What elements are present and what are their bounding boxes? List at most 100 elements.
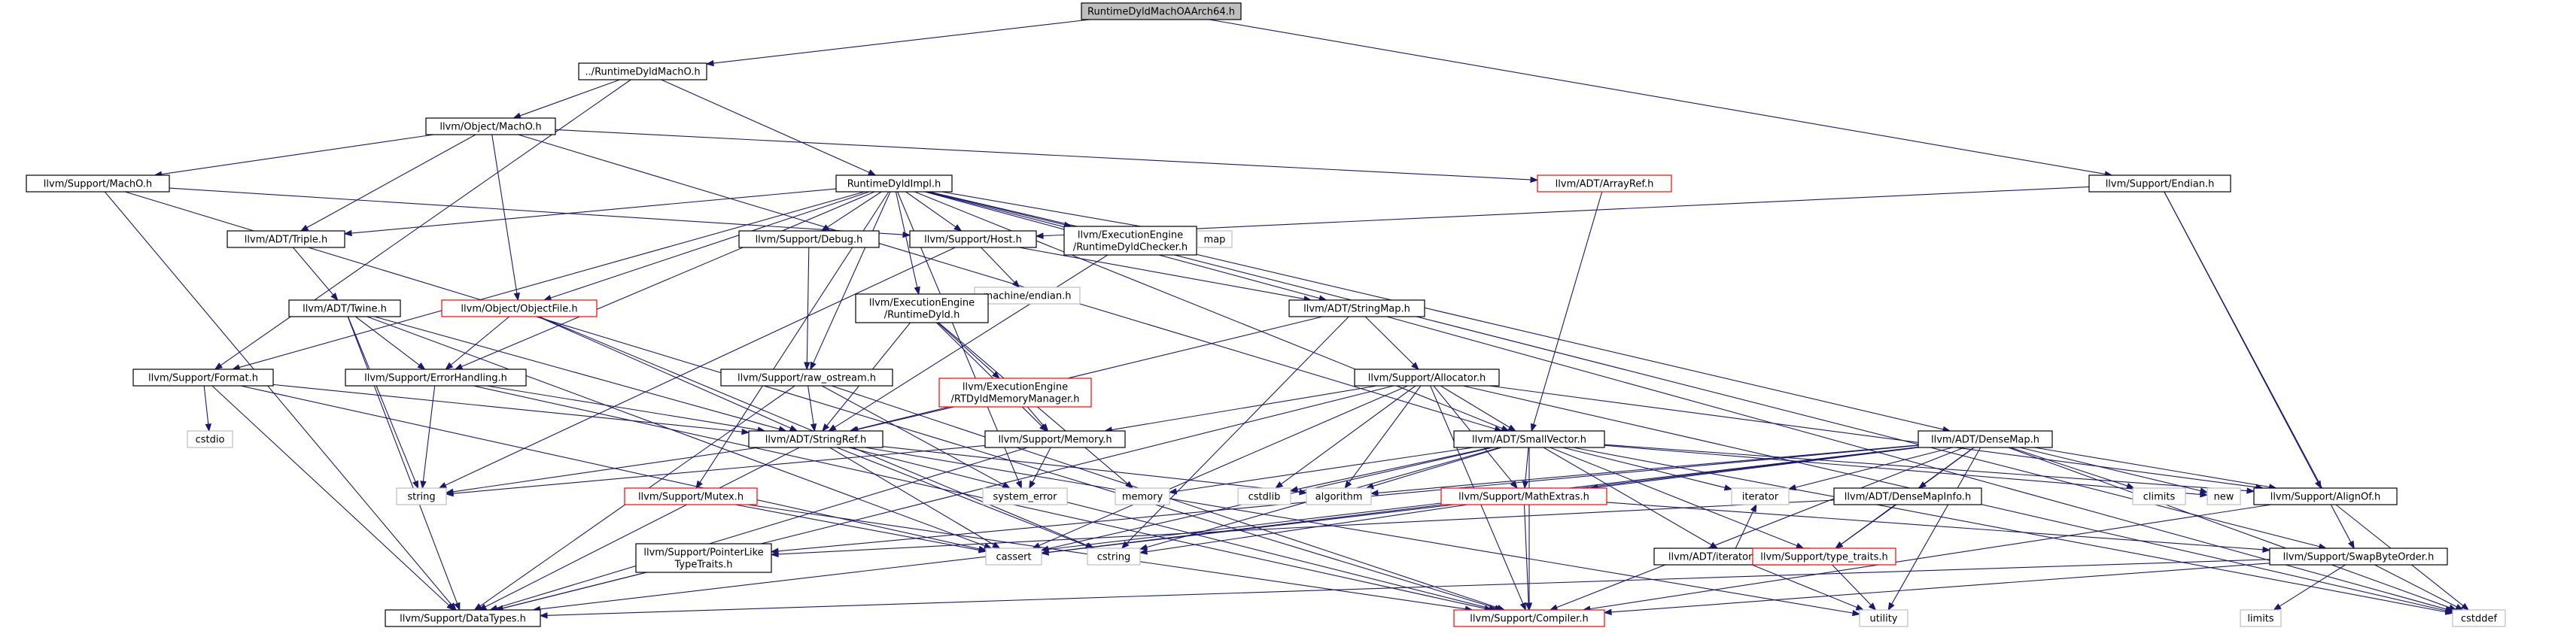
node-box xyxy=(1833,487,1982,505)
node-algorithm: algorithm xyxy=(1306,487,1372,505)
node-label: cstdlib xyxy=(1248,492,1281,503)
node-box xyxy=(2269,548,2448,566)
edge-iterrange-to-iterator xyxy=(1735,503,1757,549)
edge-ee_rdyld-to-memory_h xyxy=(935,322,1048,432)
edge-format-to-strref xyxy=(272,384,750,435)
node-cstring: cstring xyxy=(1087,548,1141,566)
node-suppmacho[interactable]: llvm/Support/MachO.h xyxy=(26,174,170,193)
edge-rawos-to-strref xyxy=(807,385,817,432)
edge-strref-to-string xyxy=(445,447,759,496)
edge-twine-to-cassert xyxy=(366,316,993,549)
node-label: llvm/Support/PointerLike xyxy=(643,548,763,559)
node-label: algorithm xyxy=(1315,492,1363,503)
node-box xyxy=(1752,548,1896,566)
node-checker[interactable]: llvm/ExecutionEngine/RuntimeDyldChecker.… xyxy=(1063,226,1197,256)
edge-memory_h-to-datatypes xyxy=(489,447,1028,611)
edge-strref-to-datatypes xyxy=(478,447,800,611)
node-box xyxy=(635,543,772,573)
node-box xyxy=(441,299,598,317)
node-label: llvm/Support/type_traits.h xyxy=(1760,552,1888,563)
node-label: /RTDyldMemoryManager.h xyxy=(950,394,1079,405)
node-arrayref[interactable]: llvm/ADT/ArrayRef.h xyxy=(1537,174,1672,193)
node-compiler[interactable]: llvm/Support/Compiler.h xyxy=(1453,609,1605,627)
edge-root-to-rdmacho xyxy=(705,19,1090,67)
node-densemap[interactable]: llvm/ADT/DenseMap.h xyxy=(1918,430,2053,448)
node-box xyxy=(1063,226,1197,256)
node-host[interactable]: llvm/Support/Host.h xyxy=(909,230,1037,248)
node-label: climits xyxy=(2143,492,2176,503)
node-root[interactable]: RuntimeDyldMachOAArch64.h xyxy=(1081,2,1242,20)
edge-alloc-to-cstdlib xyxy=(1274,385,1416,489)
node-box xyxy=(1453,609,1605,627)
edge-rtmm-to-memory_h xyxy=(1026,406,1049,432)
edge-swapbyte-to-datatypes xyxy=(539,559,2270,619)
node-label: cassert xyxy=(996,552,1031,563)
edge-host-to-machendian xyxy=(981,247,1020,288)
edge-dmapinfo-to-typetraits xyxy=(1835,504,1897,549)
edge-smallvec-to-mathext xyxy=(1522,447,1529,490)
node-mathext[interactable]: llvm/Support/MathExtras.h xyxy=(1440,487,1607,505)
node-format[interactable]: llvm/Support/Format.h xyxy=(132,369,274,387)
node-memory_h[interactable]: llvm/Support/Memory.h xyxy=(984,430,1126,448)
node-label: llvm/Support/Host.h xyxy=(924,235,1022,246)
node-mutex[interactable]: llvm/Support/Mutex.h xyxy=(624,487,758,505)
node-box xyxy=(835,174,953,193)
node-box xyxy=(1197,230,1233,248)
edge-smallvec-to-compiler xyxy=(1525,447,1533,611)
edge-memory_h-to-syserr xyxy=(1029,447,1051,490)
edge-format-to-cstdio xyxy=(203,385,211,432)
node-label: limits xyxy=(2247,614,2274,625)
node-box xyxy=(26,174,170,193)
edge-smallvec-to-iterator xyxy=(1562,447,1733,491)
node-rtmm[interactable]: llvm/ExecutionEngine/RTDyldMemoryManager… xyxy=(938,378,1092,408)
node-twine[interactable]: llvm/ADT/Twine.h xyxy=(288,299,401,317)
node-box xyxy=(396,487,447,505)
edge-strref-to-algorithm xyxy=(882,446,1308,496)
node-dmapinfo[interactable]: llvm/ADT/DenseMapInfo.h xyxy=(1833,487,1982,505)
node-label: RuntimeDyldMachOAArch64.h xyxy=(1087,7,1235,18)
node-box xyxy=(984,430,1126,448)
node-ee_rdyld[interactable]: llvm/ExecutionEngine/RuntimeDyld.h xyxy=(855,293,989,323)
edge-strmap-to-cstddef xyxy=(1386,316,2454,612)
node-box xyxy=(1288,299,1425,317)
edge-ee_rdyld-to-rtmm xyxy=(937,322,1000,379)
node-box xyxy=(738,230,880,248)
edge-densemap-to-datatypes xyxy=(532,446,1919,613)
node-rdimpl[interactable]: RuntimeDyldImpl.h xyxy=(835,174,953,193)
node-strmap[interactable]: llvm/ADT/StringMap.h xyxy=(1288,299,1425,317)
node-triple[interactable]: llvm/ADT/Triple.h xyxy=(227,230,345,248)
node-debug[interactable]: llvm/Support/Debug.h xyxy=(738,230,880,248)
node-label: new xyxy=(2214,492,2234,503)
node-rdmacho[interactable]: ../RuntimeDyldMachO.h xyxy=(578,62,707,80)
node-errh[interactable]: llvm/Support/ErrorHandling.h xyxy=(345,369,527,387)
node-swapbyte[interactable]: llvm/Support/SwapByteOrder.h xyxy=(2269,548,2448,566)
node-new: new xyxy=(2206,487,2241,505)
node-label: llvm/ADT/ArrayRef.h xyxy=(1556,179,1654,190)
edge-rdimpl-to-format xyxy=(231,191,865,371)
edge-typetraits-to-utility xyxy=(1832,564,1877,611)
node-label: /RuntimeDyld.h xyxy=(884,310,960,321)
node-objfile[interactable]: llvm/Object/ObjectFile.h xyxy=(441,299,598,317)
node-objmacho[interactable]: llvm/Object/MachO.h xyxy=(425,117,556,135)
edge-swapbyte-to-cstddef xyxy=(2374,564,2464,611)
node-box xyxy=(1859,609,1908,627)
edge-errh-to-strref xyxy=(486,385,766,433)
node-label: llvm/Support/Debug.h xyxy=(756,235,863,246)
node-label: llvm/Support/Format.h xyxy=(148,373,258,384)
edge-strref-to-cassert xyxy=(829,447,1001,549)
node-datatypes[interactable]: llvm/Support/DataTypes.h xyxy=(385,609,541,627)
node-box xyxy=(2206,487,2241,505)
edge-triple-to-twine xyxy=(292,247,339,302)
edge-densemap-to-cstddef xyxy=(2008,447,2457,611)
node-rawos[interactable]: llvm/Support/raw_ostream.h xyxy=(720,369,893,387)
node-smallvec[interactable]: llvm/ADT/SmallVector.h xyxy=(1453,430,1605,448)
node-endian[interactable]: llvm/Support/Endian.h xyxy=(2088,174,2231,193)
edge-rdimpl-to-errh xyxy=(454,191,875,370)
edge-endian-to-host xyxy=(1035,186,2090,239)
node-typetraits[interactable]: llvm/Support/type_traits.h xyxy=(1752,548,1896,566)
node-alignof[interactable]: llvm/Support/AlignOf.h xyxy=(2253,487,2398,505)
node-strref[interactable]: llvm/ADT/StringRef.h xyxy=(748,430,884,448)
node-alloc[interactable]: llvm/Support/Allocator.h xyxy=(1354,369,1500,387)
